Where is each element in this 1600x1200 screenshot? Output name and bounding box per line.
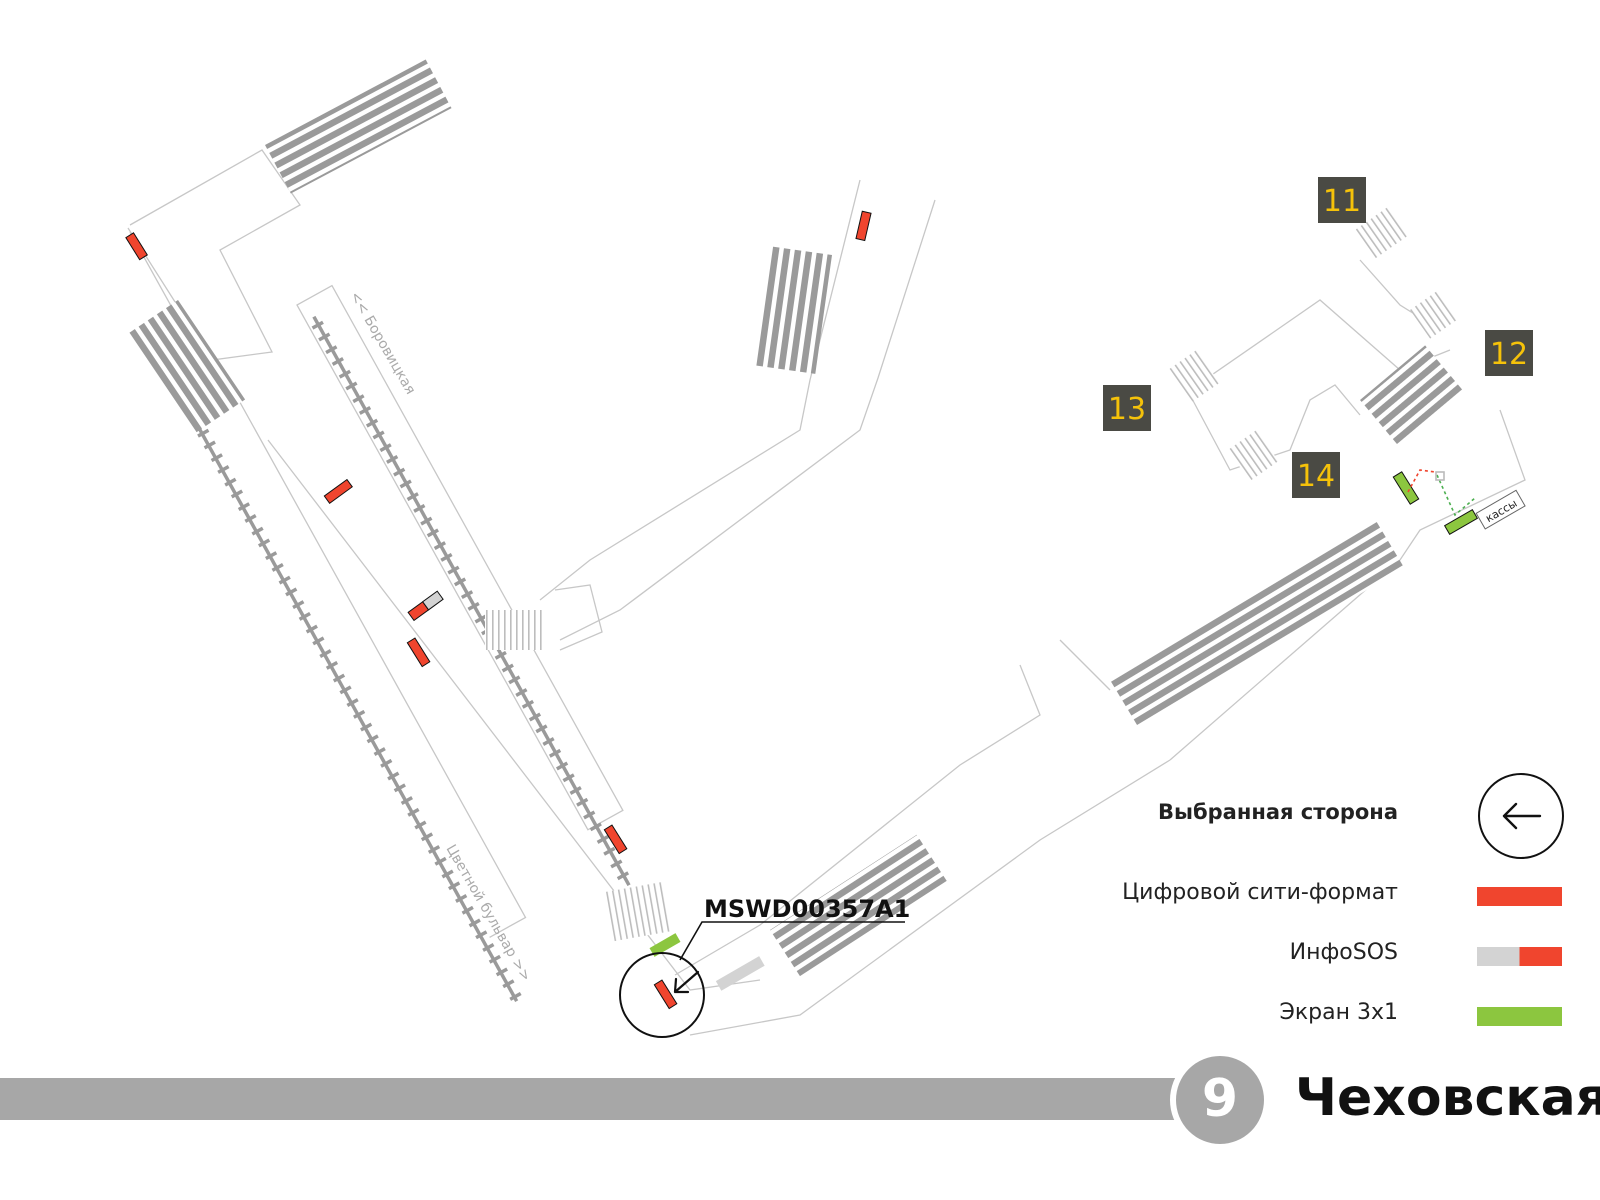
metro-line-bar [0, 1078, 1180, 1120]
digital-city-format-marker [323, 478, 353, 504]
legend-screen-label: Экран 3x1 [1279, 1000, 1399, 1025]
digital-city-format-marker [125, 232, 148, 261]
legend-selected-side-icon [1478, 773, 1564, 859]
escalator [769, 834, 947, 977]
turnstiles [1407, 469, 1476, 517]
screen-marker [1443, 508, 1479, 536]
exit-badge-12: 13 [1103, 385, 1151, 431]
digital-city-format-marker [855, 210, 872, 242]
escalator [1110, 520, 1405, 728]
stairs [485, 207, 1459, 942]
screen-markers [649, 471, 1479, 957]
exit-number: 12 [1490, 337, 1528, 372]
exit-badge-11: 14 [1292, 452, 1340, 498]
legend-screen-swatch [1477, 1007, 1562, 1026]
selected-ad-id[interactable]: MSWD00357A1 [704, 895, 910, 923]
exit-badge-13: 11 [1318, 177, 1366, 223]
track-label-right: << Боровицкая [347, 289, 419, 397]
stairs [1168, 349, 1220, 403]
infosos-marker [715, 956, 765, 991]
escalator [1359, 345, 1464, 446]
station-name: Чеховская [1295, 1068, 1600, 1128]
track-right [308, 314, 634, 889]
exit-badge-14: 12 [1485, 330, 1533, 376]
infosos-marker [421, 590, 444, 611]
line-number-badge: 9 [1170, 1050, 1270, 1150]
exit-badges: 11 12 13 14 [1103, 177, 1533, 498]
selected-side-marker[interactable] [619, 921, 905, 1038]
stairs [485, 610, 545, 650]
digital-city-format-marker [603, 824, 628, 855]
legend-selected-side-label: Выбранная сторона [1157, 800, 1398, 824]
digital-city-format-marker [406, 637, 431, 668]
legend-infosos-label: ИнфоSOS [1289, 940, 1398, 965]
stairs [604, 881, 673, 942]
track-label-left: Цветной бульвар >> [443, 842, 534, 984]
stairs [1410, 289, 1459, 339]
exit-number: 14 [1297, 459, 1335, 494]
track-left [178, 394, 524, 1004]
ticket-office: кассы [1475, 489, 1526, 530]
arrow-icon [673, 970, 700, 994]
selected-ad-marker[interactable] [653, 979, 678, 1010]
escalator [265, 59, 452, 194]
infosos-markers [407, 590, 444, 622]
exit-number: 13 [1108, 392, 1146, 427]
legend-infosos-swatch [1477, 947, 1562, 966]
escalator [755, 246, 832, 374]
exit-number: 11 [1323, 184, 1361, 219]
arrow-left-icon [1502, 802, 1542, 830]
stairs [1355, 207, 1408, 259]
tracks [178, 314, 634, 1004]
digital-city-format-markers [125, 210, 872, 1010]
screen-marker [649, 933, 681, 957]
legend-digital-city-format-swatch [1477, 887, 1562, 906]
escalators [128, 59, 1464, 977]
legend-digital-city-format-label: Цифровой сити-формат [1122, 880, 1398, 905]
screen-marker [1392, 471, 1420, 505]
stairs [1228, 429, 1279, 482]
escalator [128, 300, 246, 434]
